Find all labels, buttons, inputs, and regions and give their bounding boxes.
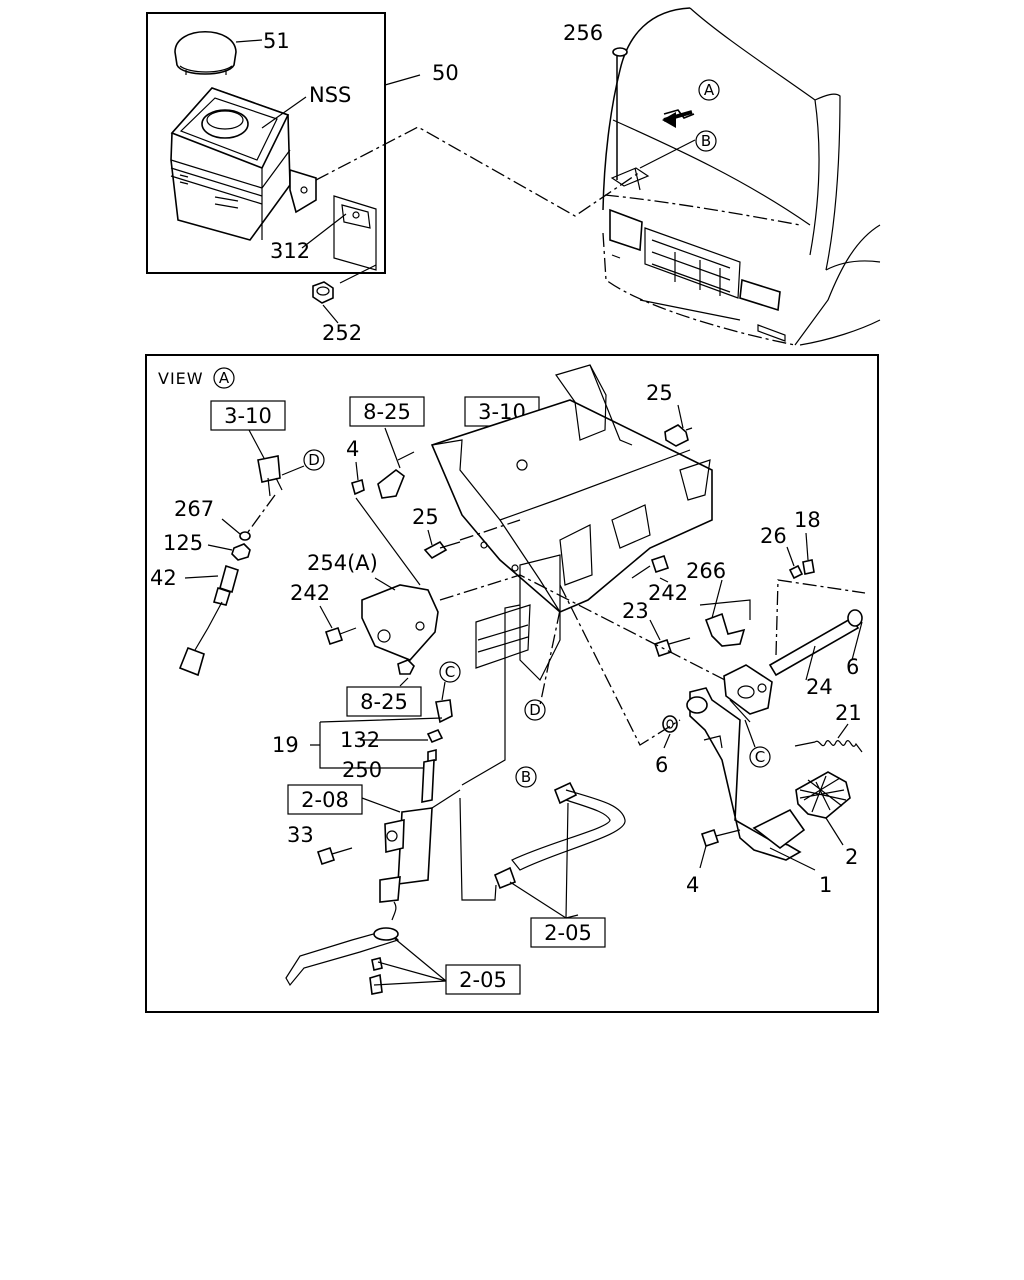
callout-50: 50 xyxy=(432,61,459,85)
ref-box-2-08 xyxy=(287,784,363,815)
ref-box-2-05-bottom xyxy=(445,964,521,995)
callout-254a: 254(A) xyxy=(307,551,378,575)
marker-c-mid: C xyxy=(445,663,455,681)
ref-8-25-top: 8-25 xyxy=(363,400,411,424)
ref-2-08: 2-08 xyxy=(301,788,349,812)
marker-b-bottom: B xyxy=(521,768,531,786)
callout-18: 18 xyxy=(794,508,821,532)
screw-4-bottom xyxy=(700,828,741,848)
callout-nss: NSS xyxy=(309,83,351,107)
plug-256 xyxy=(612,47,628,57)
callout-312: 312 xyxy=(270,239,310,263)
bolt-25-top xyxy=(664,424,693,447)
callout-25-top: 25 xyxy=(646,381,673,405)
reservoir-cap xyxy=(174,31,237,75)
spring-21 xyxy=(794,740,863,753)
reservoir-box xyxy=(146,12,386,274)
callout-256: 256 xyxy=(563,21,603,45)
callout-42: 42 xyxy=(150,566,177,590)
callout-2: 2 xyxy=(845,845,858,869)
pivot-shaft-24 xyxy=(768,609,863,677)
bolt-242-left xyxy=(324,626,357,646)
sensor-42 xyxy=(178,564,239,677)
truck-cab xyxy=(602,7,881,346)
callout-242-right: 242 xyxy=(648,581,688,605)
callout-252: 252 xyxy=(322,321,362,345)
callout-132: 132 xyxy=(340,728,380,752)
marker-b-circle xyxy=(695,130,717,152)
reservoir-tank xyxy=(170,87,317,241)
nut-bracket xyxy=(397,659,415,675)
ref-box-8-25-top xyxy=(349,396,425,427)
callout-266: 266 xyxy=(686,559,726,583)
reservoir-hose xyxy=(493,781,626,890)
switch-8-25 xyxy=(377,451,415,499)
pedal-arm-top xyxy=(723,664,773,723)
nut-26 xyxy=(788,564,804,580)
clutch-line xyxy=(285,901,400,995)
bracket-312 xyxy=(333,195,377,271)
location-leader xyxy=(315,126,641,217)
bolt-242-right xyxy=(631,554,670,579)
ref-8-25-mid: 8-25 xyxy=(360,690,408,714)
view-marker: A xyxy=(219,369,230,387)
pin-18 xyxy=(802,559,815,575)
view-marker-circle xyxy=(213,367,235,389)
marker-a-top: A xyxy=(704,81,715,99)
pedal-pad-2 xyxy=(795,771,851,819)
bolt-33 xyxy=(316,846,353,866)
callout-21: 21 xyxy=(835,701,862,725)
callout-250: 250 xyxy=(342,758,382,782)
ref-box-3-10-left xyxy=(210,400,286,431)
nut-252 xyxy=(312,281,334,304)
clevis-19 xyxy=(435,699,453,724)
callout-4-top: 4 xyxy=(346,437,359,461)
callout-24: 24 xyxy=(806,675,833,699)
view-label: VIEW xyxy=(158,369,204,388)
marker-d-bottom: D xyxy=(529,701,541,719)
callout-1: 1 xyxy=(819,873,832,897)
ref-2-05-bottom: 2-05 xyxy=(459,968,507,992)
ref-2-05-right: 2-05 xyxy=(544,921,592,945)
marker-b-top: B xyxy=(701,132,711,150)
bolt-25-mid xyxy=(423,540,461,560)
callout-242-left: 242 xyxy=(290,581,330,605)
callout-6-left: 6 xyxy=(655,753,668,777)
callout-25-mid: 25 xyxy=(412,505,439,529)
bracket-254a xyxy=(361,584,439,661)
callout-26: 26 xyxy=(760,524,787,548)
callout-125: 125 xyxy=(163,531,203,555)
callout-267: 267 xyxy=(174,497,214,521)
clip-266 xyxy=(704,612,746,647)
master-cylinder xyxy=(379,789,461,903)
callout-23: 23 xyxy=(622,599,649,623)
screw-4-top xyxy=(351,478,365,496)
marker-c-right: C xyxy=(755,748,765,766)
pedal-bracket xyxy=(430,364,713,682)
nut-132 xyxy=(426,728,444,744)
switch-bracket-d xyxy=(257,455,283,497)
rod-250 xyxy=(421,748,437,803)
callout-6-right: 6 xyxy=(846,655,859,679)
callout-4-bottom: 4 xyxy=(686,873,699,897)
washer-267 xyxy=(239,531,251,541)
callout-33: 33 xyxy=(287,823,314,847)
view-a-box xyxy=(145,354,879,1013)
ref-3-10-left: 3-10 xyxy=(224,404,272,428)
ref-box-8-25-mid xyxy=(346,686,422,717)
clutch-pedal xyxy=(686,687,806,861)
marker-d-top: D xyxy=(308,451,320,469)
callout-19: 19 xyxy=(272,733,299,757)
callout-51: 51 xyxy=(263,29,290,53)
nut-125 xyxy=(231,543,251,561)
marker-a-circle xyxy=(698,79,720,101)
